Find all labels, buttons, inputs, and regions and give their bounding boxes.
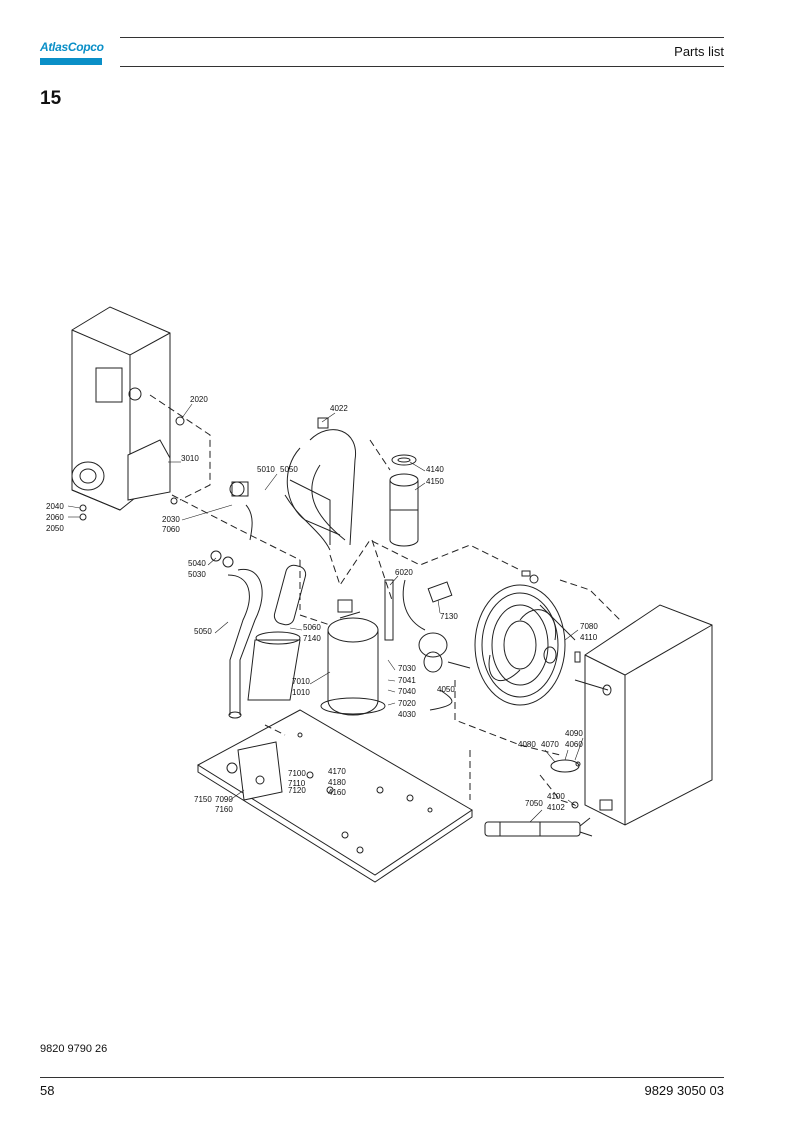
callout-label: 6020 xyxy=(395,568,413,577)
callout-label: 7041 xyxy=(398,676,416,685)
refrigerant-coil xyxy=(384,579,471,711)
callout-label: 4050 xyxy=(437,685,455,694)
callout-label: 4070 xyxy=(541,740,559,749)
callout-label: 5060 xyxy=(303,623,321,632)
callout-label: 2040 xyxy=(46,502,64,511)
callout-label: 5050 xyxy=(280,465,298,474)
compressor xyxy=(320,599,386,716)
explode-lines xyxy=(149,394,621,806)
callout-label: 2060 xyxy=(46,513,64,522)
callout-label: 7110 xyxy=(288,779,306,788)
callout-label: 4100 xyxy=(547,792,565,801)
base-plate xyxy=(197,709,473,883)
callout-label: 7100 xyxy=(288,769,306,778)
callout-label: 5050 xyxy=(194,627,212,636)
discharge-pipes xyxy=(210,550,307,719)
callout-label: 4180 xyxy=(328,778,346,787)
book-number: 9829 3050 03 xyxy=(644,1083,724,1098)
callout-labels: 2020 3010 2040 2060 2050 2030 7060 4022 … xyxy=(46,395,598,814)
condenser-fan xyxy=(474,584,576,706)
callout-label: 7140 xyxy=(303,634,321,643)
callout-label: 4022 xyxy=(330,404,348,413)
fan-clamp xyxy=(550,759,581,773)
callout-label: 2020 xyxy=(190,395,208,404)
callout-label: 7010 xyxy=(292,677,310,686)
cable-harness xyxy=(484,817,593,837)
callout-label: 7030 xyxy=(398,664,416,673)
logo-wordmark: AtlasCopco xyxy=(40,40,104,54)
callout-label: 2030 xyxy=(162,515,180,524)
filter-drier xyxy=(389,454,419,547)
callout-label: 1010 xyxy=(292,688,310,697)
callout-label: 3010 xyxy=(181,454,199,463)
callout-label: 4080 xyxy=(518,740,536,749)
logo-bar xyxy=(40,58,102,65)
callout-label: 2050 xyxy=(46,524,64,533)
callout-label: 7020 xyxy=(398,699,416,708)
page-title: Parts list xyxy=(674,44,724,59)
callout-label: 7120 xyxy=(288,786,306,795)
document-number: 9820 9790 26 xyxy=(40,1043,108,1055)
callout-label: 4170 xyxy=(328,767,346,776)
callout-label: 7150 xyxy=(194,795,212,804)
callout-label: 4090 xyxy=(565,729,583,738)
callout-label: 4150 xyxy=(426,477,444,486)
callout-label: 5030 xyxy=(188,570,206,579)
small-parts xyxy=(79,416,581,809)
footer-rule xyxy=(40,1077,724,1078)
condenser-unit xyxy=(574,604,713,826)
callout-label: 4110 xyxy=(580,633,598,642)
callout-label: 7160 xyxy=(215,805,233,814)
callout-label: 7040 xyxy=(398,687,416,696)
callout-label: 7050 xyxy=(525,799,543,808)
callout-label: 4102 xyxy=(547,803,565,812)
header-rule xyxy=(120,66,724,67)
callout-label: 4140 xyxy=(426,465,444,474)
page-number: 58 xyxy=(40,1083,55,1098)
leader-lines xyxy=(67,403,584,823)
callout-label: 7090 xyxy=(215,795,233,804)
callout-label: 7060 xyxy=(162,525,180,534)
callout-label: 4060 xyxy=(565,740,583,749)
callout-label: 4160 xyxy=(328,788,346,797)
pipe-assembly xyxy=(229,417,356,551)
callout-label: 7130 xyxy=(440,612,458,621)
callout-label: 5010 xyxy=(257,465,275,474)
atlas-copco-logo: AtlasCopco xyxy=(40,38,104,66)
header-rule-top xyxy=(120,37,724,38)
section-number: 15 xyxy=(40,88,62,109)
callout-label: 5040 xyxy=(188,559,206,568)
callout-label: 7080 xyxy=(580,622,598,631)
housing-assembly xyxy=(71,306,171,511)
callout-label: 4030 xyxy=(398,710,416,719)
